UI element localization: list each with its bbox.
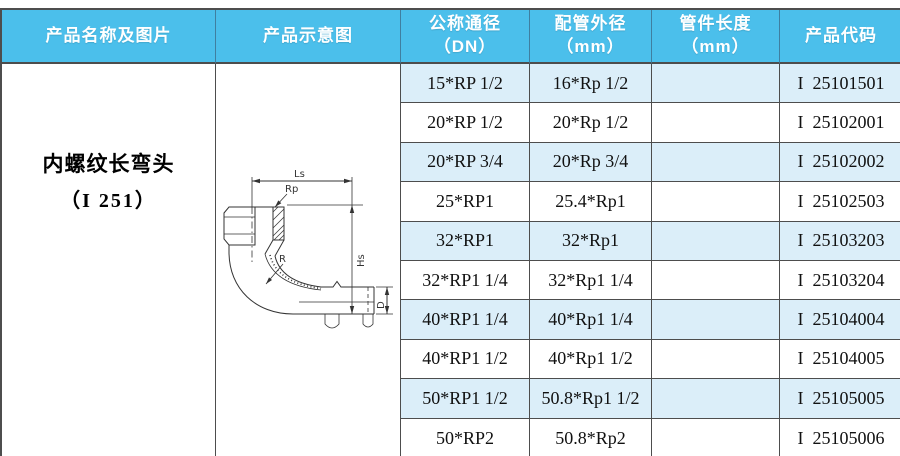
cell-dn: 15*RP 1/2: [401, 64, 530, 104]
cell-length: [652, 64, 780, 104]
dim-label-rp: Rp: [285, 184, 298, 195]
product-series-label: （I 251）: [60, 190, 157, 212]
product-spec-table: 产品名称及图片 产品示意图 公称通径 （DN） 配管外径 （mm） 管件长度 （…: [0, 8, 900, 456]
product-name-cell: 内螺纹长弯头 （I 251）: [2, 64, 216, 456]
cell-dn: 50*RP1 1/2: [401, 379, 530, 419]
product-title: 内螺纹长弯头: [42, 153, 175, 176]
header-sublabel: （mm）: [556, 37, 625, 56]
dim-label-ls: Ls: [294, 169, 305, 180]
cell-length: [652, 182, 780, 222]
header-label: 产品示意图: [263, 25, 353, 45]
header-sublabel: （DN）: [433, 37, 497, 56]
cell-code: I 25102001: [780, 103, 900, 143]
cell-code: I 25104004: [780, 300, 900, 340]
cell-od: 20*Rp 3/4: [530, 142, 652, 183]
dim-label-r: R: [279, 254, 286, 265]
cell-dn: 20*RP 3/4: [401, 142, 530, 183]
cell-code: I 25105006: [780, 418, 900, 456]
header-product-name-image: 产品名称及图片: [2, 10, 216, 64]
cell-od: 32*Rp1: [530, 221, 652, 261]
cell-dn: 32*RP1 1/4: [401, 260, 530, 301]
header-sublabel: （mm）: [681, 37, 750, 56]
cell-dn: 40*RP1 1/2: [401, 339, 530, 380]
header-pipe-od: 配管外径 （mm）: [530, 10, 652, 64]
cell-od: 40*Rp1 1/2: [530, 339, 652, 380]
header-product-code: 产品代码: [780, 10, 900, 64]
cell-od: 20*Rp 1/2: [530, 103, 652, 143]
cell-code: I 25101501: [780, 64, 900, 104]
header-label: 配管外径: [554, 14, 627, 34]
cell-code: I 25102503: [780, 182, 900, 222]
header-label: 产品名称及图片: [45, 25, 172, 45]
cell-od: 32*Rp1 1/4: [530, 260, 652, 301]
header-label: 产品代码: [805, 25, 877, 45]
cell-length: [652, 221, 780, 261]
cell-dn: 40*RP1 1/4: [401, 300, 530, 340]
cell-dn: 32*RP1: [401, 221, 530, 261]
cell-dn: 20*RP 1/2: [401, 103, 530, 143]
cell-length: [652, 142, 780, 183]
header-schematic: 产品示意图: [216, 10, 401, 64]
cell-od: 50.8*Rp1 1/2: [530, 379, 652, 419]
dim-label-hs: Hs: [356, 254, 367, 267]
cell-code: I 25103203: [780, 221, 900, 261]
cell-length: [652, 260, 780, 301]
cell-od: 40*Rp1 1/4: [530, 300, 652, 340]
dim-label-d: D: [376, 301, 387, 309]
cell-code: I 25103204: [780, 260, 900, 301]
schematic-cell: Ls Rp R Hs D: [216, 64, 401, 456]
cell-od: 50.8*Rp2: [530, 418, 652, 456]
cell-length: [652, 379, 780, 419]
cell-od: 25.4*Rp1: [530, 182, 652, 222]
cell-length: [652, 339, 780, 380]
cell-dn: 25*RP1: [401, 182, 530, 222]
cell-length: [652, 103, 780, 143]
elbow-technical-drawing: Ls Rp R Hs D: [223, 169, 393, 329]
cell-length: [652, 300, 780, 340]
cell-dn: 50*RP2: [401, 418, 530, 456]
header-nominal-diameter: 公称通径 （DN）: [401, 10, 530, 64]
cell-code: I 25102002: [780, 142, 900, 183]
cell-code: I 25105005: [780, 379, 900, 419]
cell-od: 16*Rp 1/2: [530, 64, 652, 104]
header-label: 公称通径: [429, 14, 501, 34]
header-label: 管件长度: [679, 14, 752, 34]
header-fitting-length: 管件长度 （mm）: [652, 10, 780, 64]
cell-code: I 25104005: [780, 339, 900, 380]
cell-length: [652, 418, 780, 456]
